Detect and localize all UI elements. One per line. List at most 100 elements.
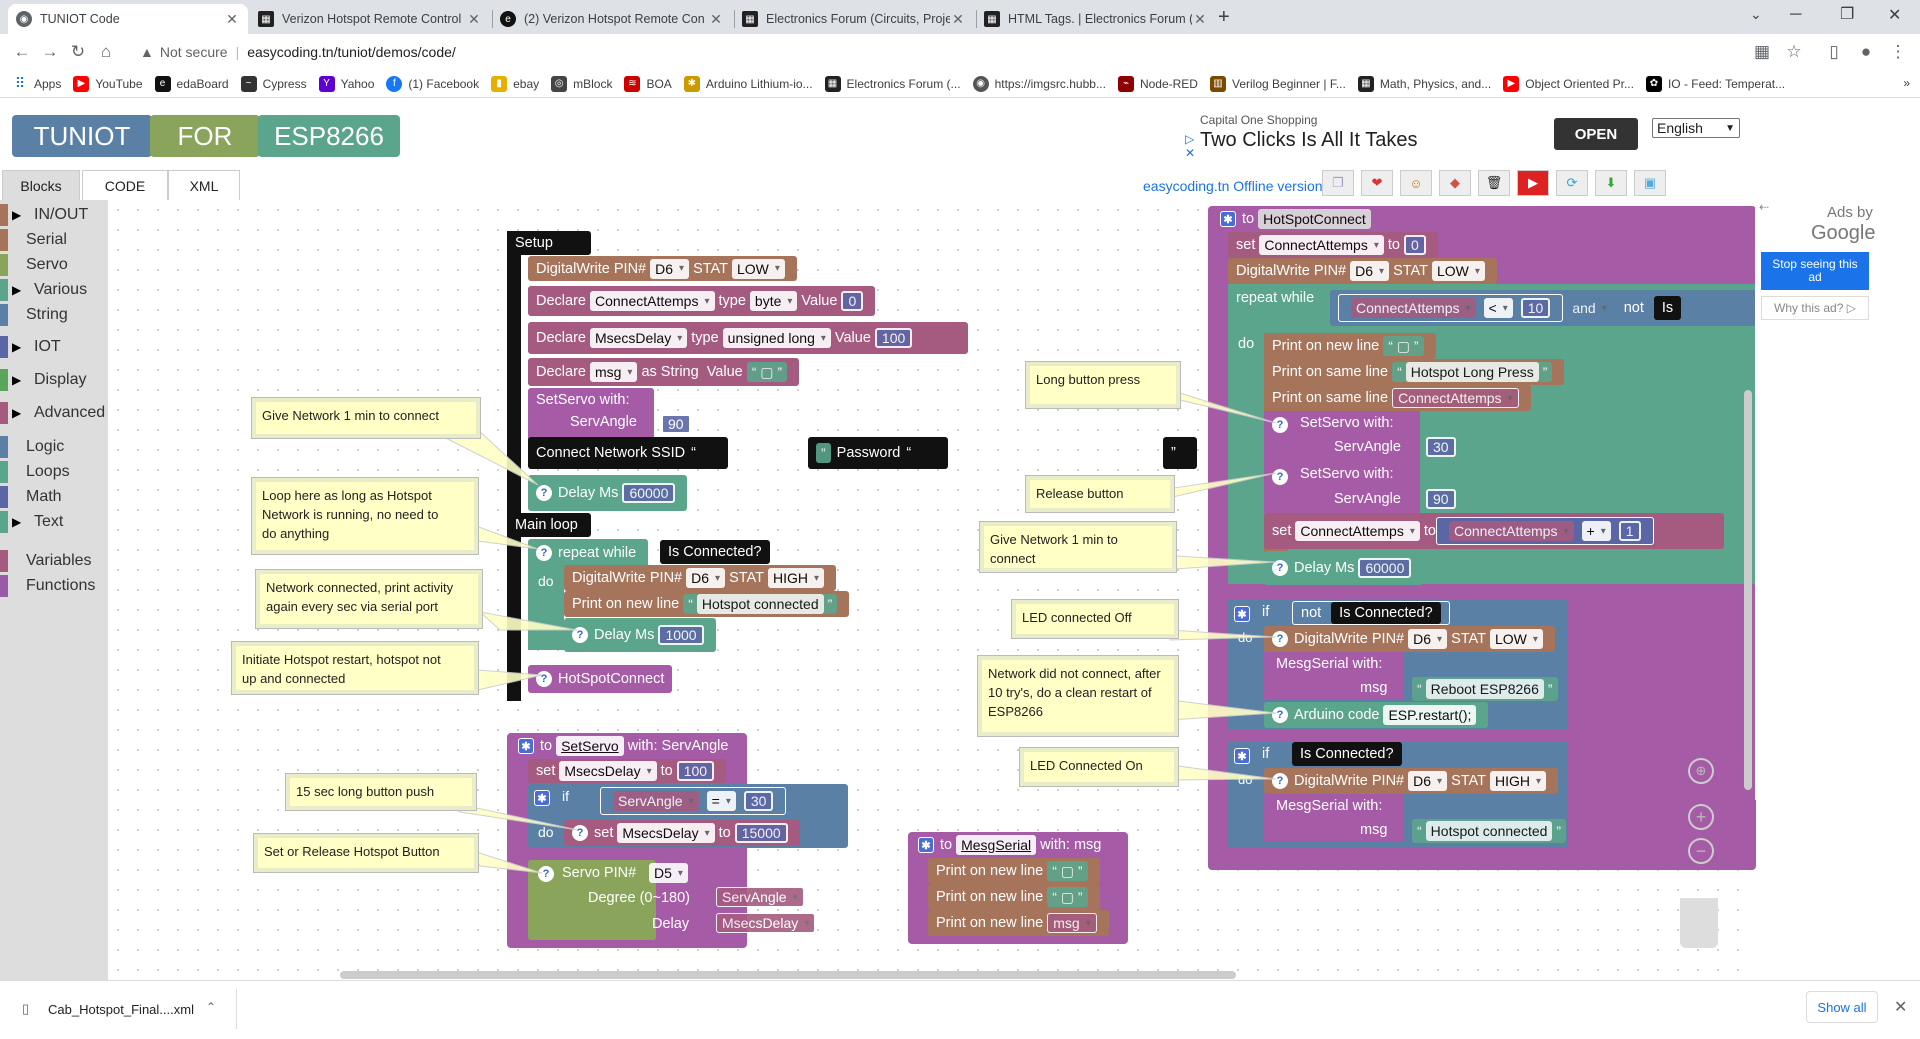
mesg-print-1[interactable]: Print on new line“ ▢ ” xyxy=(928,858,1100,884)
function-name-field[interactable]: SetServo xyxy=(556,736,624,756)
settings-gear-icon[interactable]: ✱ xyxy=(918,837,934,853)
help-icon[interactable]: ? xyxy=(572,825,588,841)
help-icon[interactable]: ? xyxy=(572,627,588,643)
comment-long-press[interactable]: Long button press xyxy=(1026,362,1180,408)
horizontal-scrollbar[interactable] xyxy=(340,971,1236,979)
tab-search-icon[interactable]: ⌄ xyxy=(1750,6,1762,22)
stat-dropdown[interactable]: HIGH xyxy=(1489,771,1546,791)
repeat-while-block[interactable]: ?repeat while xyxy=(528,539,648,567)
comment-restart[interactable]: Network did not connect, after 10 try's,… xyxy=(978,656,1178,736)
number-field[interactable]: 60000 xyxy=(622,483,676,503)
bookmark-verilog[interactable]: ▥Verilog Beginner | F... xyxy=(1209,75,1346,92)
category-iot[interactable]: ▶IOT xyxy=(0,336,61,358)
help-icon[interactable]: ? xyxy=(536,671,552,687)
show-all-button[interactable]: Show all xyxy=(1806,991,1878,1023)
setservo-call[interactable]: SetServo with:ServAngle xyxy=(528,388,654,443)
settings-gear-icon[interactable]: ✱ xyxy=(1234,606,1250,622)
string-block[interactable]: “ Hotspot Long Press ” xyxy=(1392,362,1553,382)
offline-version-link[interactable]: easycoding.tn Offline version xyxy=(1143,178,1323,194)
url-text[interactable]: easycoding.tn/tuniot/demos/code/ xyxy=(247,44,456,60)
download-filename[interactable]: Cab_Hotspot_Final....xml xyxy=(48,1002,194,1017)
bookmark-mblock[interactable]: ◎mBlock xyxy=(551,75,612,92)
number-field[interactable]: 100 xyxy=(874,328,913,348)
zoom-in-icon[interactable]: + xyxy=(1688,804,1714,830)
bookmark-boa[interactable]: ≋BOA xyxy=(624,75,672,92)
if-mesgserial-call[interactable]: MesgSerial with:msg xyxy=(1264,652,1404,700)
stat-dropdown[interactable]: LOW xyxy=(1489,629,1543,649)
pin-dropdown[interactable]: D6 xyxy=(650,258,690,279)
profile-icon[interactable]: ● xyxy=(1860,42,1872,61)
help-icon[interactable]: ? xyxy=(536,545,552,561)
operator-dropdown[interactable]: < xyxy=(1483,298,1513,318)
if-digitalwrite-high[interactable]: ?DigitalWrite PIN#D6STATHIGH xyxy=(1264,768,1558,794)
mesg-print-2[interactable]: Print on new line“ ▢ ” xyxy=(928,884,1100,910)
bookmark-oop[interactable]: ▶Object Oriented Pr... xyxy=(1503,75,1634,92)
category-various[interactable]: ▶Various xyxy=(0,279,87,301)
function-name-field[interactable]: HotSpotConnect xyxy=(1258,209,1371,229)
reboot-string-block[interactable]: “ Reboot ESP8266 ” xyxy=(1412,677,1558,701)
call-hotspotconnect[interactable]: ?HotSpotConnect xyxy=(528,665,673,693)
hs-print-same-line-1[interactable]: Print on same line“ Hotspot Long Press ” xyxy=(1264,359,1565,385)
tab-verizon-1[interactable]: ▦Verizon Hotspot Remote Control✕ xyxy=(250,4,490,34)
new-tab-icon[interactable]: + xyxy=(1218,6,1230,28)
string-field[interactable]: Hotspot connected xyxy=(1425,821,1553,841)
variable-dropdown[interactable]: ConnectAttemps xyxy=(1259,235,1384,255)
settings-gear-icon[interactable]: ✱ xyxy=(1220,211,1236,227)
close-tab-icon[interactable]: ✕ xyxy=(226,10,238,27)
bookmark-apps[interactable]: ⠿Apps xyxy=(12,75,62,92)
bookmark-node-red[interactable]: ⌁Node-RED xyxy=(1117,75,1198,92)
hs-condition[interactable]: ConnectAttemps<10andnotIs xyxy=(1330,290,1756,326)
servangle-value[interactable]: 30 xyxy=(1426,437,1456,457)
declare-msecsdelay[interactable]: DeclareMsecsDelaytypeunsigned longValue1… xyxy=(528,322,968,354)
ad-banner[interactable]: Capital One Shopping Two Clicks Is All I… xyxy=(1182,104,1642,160)
bookmark-facebook[interactable]: f(1) Facebook xyxy=(386,75,479,92)
operator-dropdown[interactable]: = xyxy=(706,791,736,811)
pin-dropdown[interactable]: D6 xyxy=(1350,261,1390,281)
pin-dropdown[interactable]: D6 xyxy=(1408,771,1448,791)
tab-xml[interactable]: XML xyxy=(168,170,240,200)
comment-led-off[interactable]: LED connected Off xyxy=(1012,600,1178,638)
set-msecsdelay-100[interactable]: setMsecsDelayto100 xyxy=(528,759,727,783)
category-advanced[interactable]: ▶Advanced xyxy=(0,402,105,424)
more-bookmarks-icon[interactable]: » xyxy=(1903,76,1910,90)
variable-dropdown[interactable]: ConnectAttemps xyxy=(1351,298,1476,318)
tab-html-tags[interactable]: ▦HTML Tags. | Electronics Forum (✕ xyxy=(976,4,1216,34)
empty-string-field[interactable]: “ ▢ ” xyxy=(1047,887,1088,907)
main-loop-label[interactable]: Main loop xyxy=(507,513,591,537)
number-field[interactable]: 1000 xyxy=(658,625,704,645)
restore-icon[interactable]: ❐ xyxy=(1840,6,1855,23)
math-add-block[interactable]: ConnectAttemps+1 xyxy=(1435,517,1654,545)
variable-dropdown[interactable]: ConnectAttemps xyxy=(1448,521,1574,541)
bookmark-youtube[interactable]: ▶YouTube xyxy=(73,75,143,92)
help-icon[interactable]: ? xyxy=(1272,417,1288,433)
number-field[interactable]: 0 xyxy=(841,291,864,311)
number-field[interactable]: 30 xyxy=(743,791,774,811)
sidebar-icon[interactable]: ▯ xyxy=(1829,42,1839,61)
comment-network-delay[interactable]: Give Network 1 min to connect xyxy=(980,522,1176,572)
bookmark-electronics-forum[interactable]: ▦Electronics Forum (... xyxy=(824,75,961,92)
settings-gear-icon[interactable]: ✱ xyxy=(1234,748,1250,764)
empty-string-field[interactable]: “ ▢ ” xyxy=(1047,861,1088,881)
home-icon[interactable]: ⌂ xyxy=(100,42,112,61)
category-text[interactable]: ▶Text xyxy=(0,511,63,533)
comment-release[interactable]: Release button xyxy=(1026,476,1174,512)
comment-network-connected[interactable]: Network connected, print activity again … xyxy=(256,570,482,628)
trash-icon[interactable]: 🗑 xyxy=(1478,170,1510,196)
back-icon[interactable]: ← xyxy=(13,42,31,61)
stop-seeing-ad-button[interactable]: Stop seeing this ad xyxy=(1761,252,1869,290)
tab-blocks[interactable]: Blocks xyxy=(2,170,80,200)
code-field[interactable]: ESP.restart(); xyxy=(1383,705,1477,725)
eraser-icon[interactable]: ◆ xyxy=(1439,170,1471,196)
variable-dropdown[interactable]: ConnectAttemps xyxy=(589,291,715,311)
msecsdelay-variable[interactable]: MsecsDelay xyxy=(716,913,816,933)
copy-icon[interactable]: ❐ xyxy=(1322,170,1354,196)
help-icon[interactable]: ? xyxy=(1272,631,1288,647)
comment-setup-delay[interactable]: Give Network 1 min to connect xyxy=(252,398,480,438)
declare-connectattemps[interactable]: DeclareConnectAttempstypebyteValue0 xyxy=(528,286,876,316)
comment-set-release[interactable]: Set or Release Hotspot Button xyxy=(254,834,478,872)
pin-dropdown[interactable]: D6 xyxy=(1408,629,1448,649)
open-folder-icon[interactable]: ☺ xyxy=(1400,170,1432,196)
ad-choices-icon[interactable]: ▷ xyxy=(1185,132,1195,146)
connect-network-block[interactable]: Connect Network SSID“ xyxy=(528,437,728,469)
